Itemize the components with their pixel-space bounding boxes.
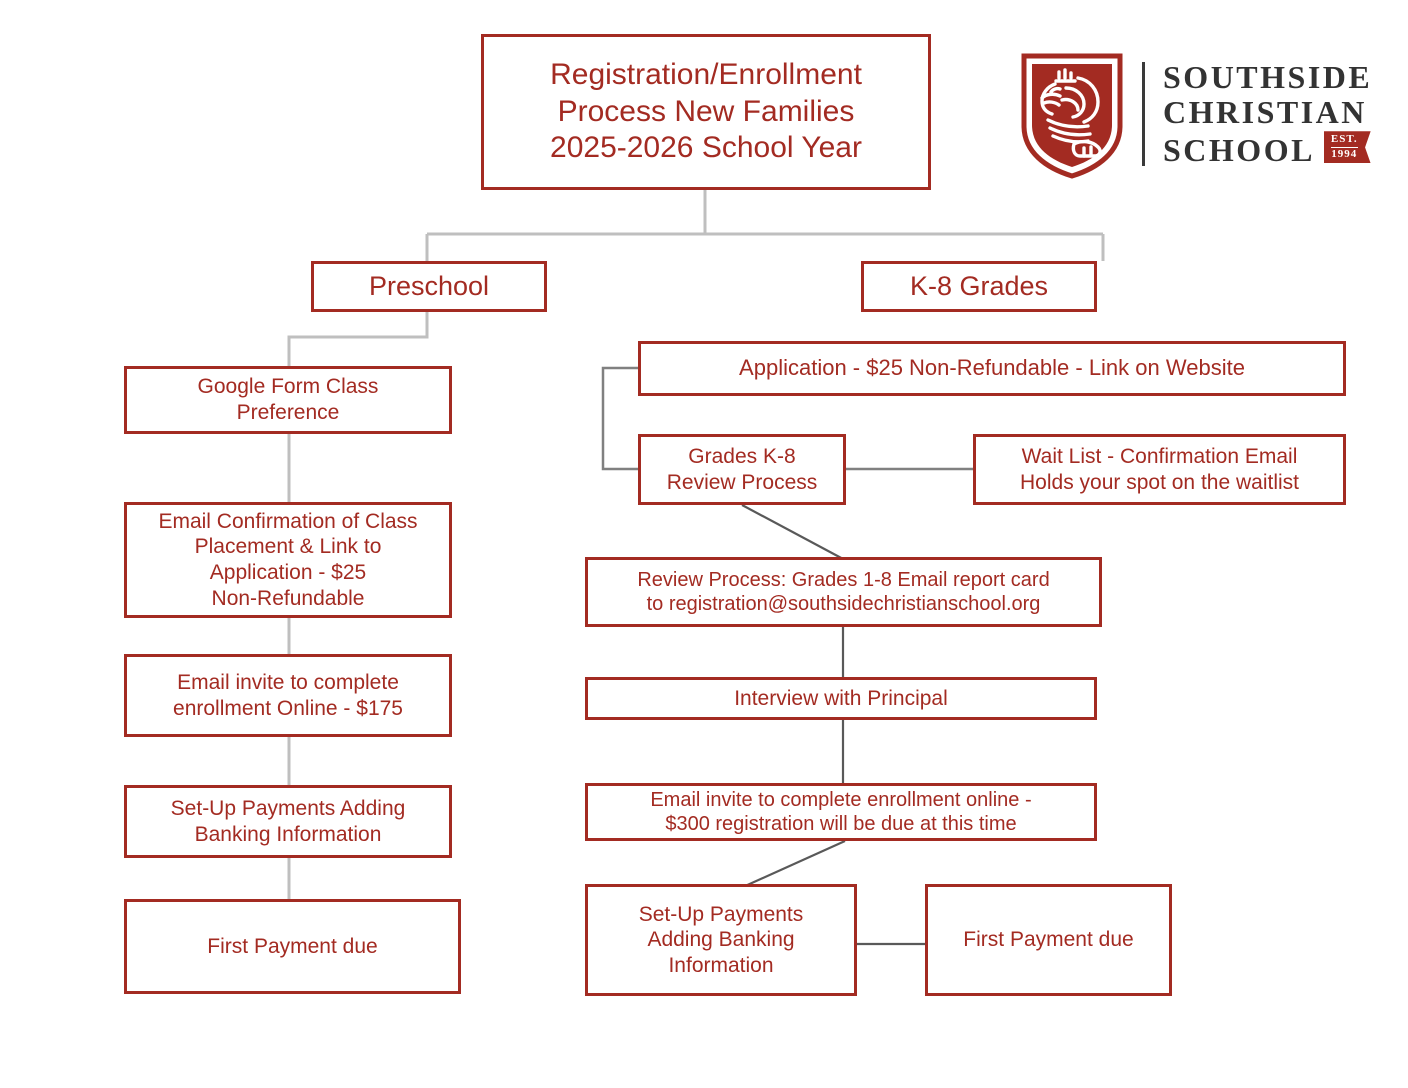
preschool-step-first-payment: First Payment due bbox=[124, 899, 461, 994]
k8-step-first-payment-label: First Payment due bbox=[963, 928, 1134, 952]
preschool-step-email-invite: Email invite to complete enrollment Onli… bbox=[124, 654, 452, 737]
logo-wordmark: SOUTHSIDE CHRISTIAN SCHOOL EST. 1994 bbox=[1163, 58, 1373, 169]
k8-step-enrollment-invite: Email invite to complete enrollment onli… bbox=[585, 783, 1097, 841]
k8-step-first-payment: First Payment due bbox=[925, 884, 1172, 996]
preschool-step-email-confirmation: Email Confirmation of Class Placement & … bbox=[124, 502, 452, 618]
k8-step-review-process-label: Grades K-8 Review Process bbox=[666, 444, 818, 494]
preschool-step-google-form-label: Google Form Class Preference bbox=[197, 375, 379, 424]
k8-step-wait-list: Wait List - Confirmation Email Holds you… bbox=[973, 434, 1346, 505]
preschool-step-email-confirmation-label: Email Confirmation of Class Placement & … bbox=[158, 509, 418, 610]
k8-step-review-process: Grades K-8 Review Process bbox=[638, 434, 846, 505]
k8-step-setup-payments: Set-Up Payments Adding Banking Informati… bbox=[585, 884, 857, 996]
lion-shield-icon bbox=[1021, 53, 1123, 179]
branch-preschool: Preschool bbox=[311, 261, 547, 312]
est-year: 1994 bbox=[1331, 147, 1358, 160]
branch-k8: K-8 Grades bbox=[861, 261, 1097, 312]
preschool-step-setup-payments: Set-Up Payments Adding Banking Informati… bbox=[124, 785, 452, 858]
preschool-step-email-invite-label: Email invite to complete enrollment Onli… bbox=[173, 670, 403, 720]
preschool-step-setup-payments-label: Set-Up Payments Adding Banking Informati… bbox=[170, 796, 406, 846]
k8-step-report-card-label: Review Process: Grades 1-8 Email report … bbox=[637, 568, 1050, 615]
preschool-step-google-form: Google Form Class Preference bbox=[124, 366, 452, 434]
logo-line-2: CHRISTIAN bbox=[1163, 94, 1367, 131]
k8-step-interview: Interview with Principal bbox=[585, 677, 1097, 720]
logo-line-3: SCHOOL bbox=[1163, 131, 1315, 168]
school-logo: SOUTHSIDE CHRISTIAN SCHOOL EST. 1994 bbox=[1018, 44, 1378, 184]
k8-step-wait-list-label: Wait List - Confirmation Email Holds you… bbox=[1020, 444, 1299, 494]
title-text: Registration/Enrollment Process New Fami… bbox=[550, 58, 862, 165]
k8-step-application: Application - $25 Non-Refundable - Link … bbox=[638, 341, 1346, 396]
logo-line-3-row: SCHOOL EST. 1994 bbox=[1163, 131, 1372, 168]
connector-review-to-reportcard bbox=[741, 504, 846, 561]
k8-step-interview-label: Interview with Principal bbox=[734, 686, 948, 710]
logo-divider bbox=[1142, 62, 1145, 166]
k8-step-report-card: Review Process: Grades 1-8 Email report … bbox=[585, 557, 1102, 627]
mid-connector-group bbox=[601, 366, 975, 471]
branch-k8-label: K-8 Grades bbox=[909, 271, 1049, 302]
preschool-step-first-payment-label: First Payment due bbox=[207, 934, 378, 958]
k8-step-setup-payments-label: Set-Up Payments Adding Banking Informati… bbox=[638, 902, 804, 977]
est-label: EST. bbox=[1330, 134, 1358, 148]
est-banner-icon: EST. 1994 bbox=[1323, 131, 1371, 164]
k8-step-application-label: Application - $25 Non-Refundable - Link … bbox=[739, 355, 1245, 381]
connector-preschool-elbow bbox=[287, 312, 429, 372]
k8-step-enrollment-invite-label: Email invite to complete enrollment onli… bbox=[650, 788, 1032, 835]
connector-application-to-review bbox=[601, 366, 640, 471]
branch-preschool-label: Preschool bbox=[368, 271, 490, 302]
logo-line-1: SOUTHSIDE bbox=[1163, 58, 1373, 95]
title-box: Registration/Enrollment Process New Fami… bbox=[481, 34, 931, 190]
